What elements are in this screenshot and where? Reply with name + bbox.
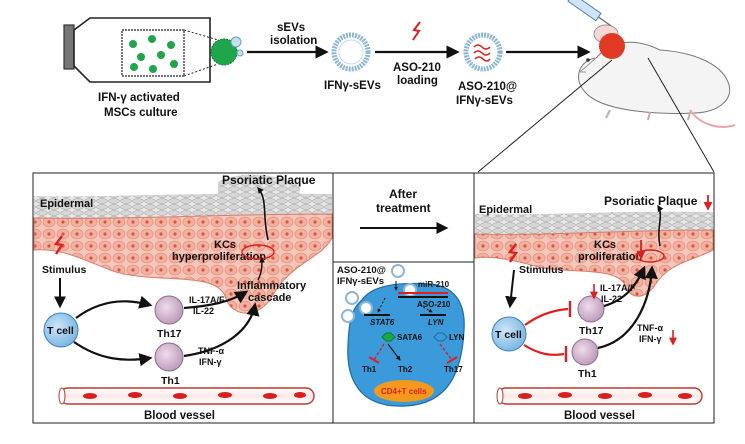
- left-t-cell: [43, 312, 79, 348]
- right-blood-vessel-label: Blood vessel: [564, 410, 635, 422]
- left-psoriatic-plaque: Psoriatic Plaque: [222, 173, 316, 187]
- loaded-vesicle: [463, 32, 503, 72]
- middle-aso210: ASO-210: [417, 300, 451, 309]
- middle-th17: Th17: [444, 365, 463, 374]
- msc-cells: [129, 35, 178, 73]
- left-th17: Th17: [157, 328, 182, 340]
- right-t-cell-label: T cell: [495, 329, 522, 341]
- right-psoriatic-plaque: Psoriatic Plaque: [604, 194, 698, 208]
- right-il17-line1: IL-17A/F: [600, 283, 636, 293]
- right-arrow-th17-kcs: [603, 265, 646, 308]
- middle-th2: Th2: [398, 365, 413, 374]
- zoom-line-left: [477, 59, 613, 173]
- left-arrow-plaque: [257, 187, 269, 241]
- left-tnf-line2: IFN-γ: [199, 357, 222, 367]
- culture-flask: [63, 17, 211, 83]
- left-t-cell-label: T cell: [47, 325, 74, 337]
- right-th17: Th17: [579, 325, 604, 337]
- middle-cd4: CD4+T cells: [381, 387, 427, 396]
- right-arrow-stimulus: [505, 269, 518, 309]
- mouse-illustration: [567, 0, 736, 128]
- isolation-label-line1: sEVs: [277, 22, 305, 34]
- middle-stat6: STAT6: [370, 318, 395, 327]
- middle-arrow-stat6: [377, 297, 386, 313]
- middle-after-line1: After: [389, 187, 417, 201]
- left-th17-cell: [154, 295, 184, 325]
- left-th1: Th1: [161, 375, 180, 387]
- right-kcs-line1: KCs: [594, 239, 616, 251]
- right-kcs-line2: proliferation: [578, 251, 642, 263]
- left-arrow-th1-cascade: [183, 302, 260, 358]
- left-inflam-line1: Inflammatory: [237, 280, 307, 292]
- left-tnf-line1: TNF-α: [198, 346, 224, 356]
- lyn-protein-icon: [433, 332, 448, 342]
- middle-aso-line1: ASO-210@: [337, 265, 386, 276]
- msc-zoom: [183, 29, 244, 77]
- middle-sata6: SATA6: [397, 333, 423, 342]
- final-label-line2: IFNγ-sEVs: [456, 95, 513, 107]
- left-arrow-th1: [73, 341, 153, 367]
- middle-lyn-gene: LYN: [428, 318, 444, 327]
- middle-th1: Th1: [362, 365, 377, 374]
- right-t-cell: [491, 316, 527, 352]
- left-stimulus-icon: [53, 235, 65, 255]
- right-stimulus: Stimulus: [519, 264, 563, 276]
- middle-mir210: miR-210: [418, 280, 450, 289]
- left-arrow-cascade: [257, 256, 265, 281]
- left-arrow-th17: [75, 295, 153, 319]
- right-th1-cell: [571, 338, 599, 366]
- aso-strand-icon: [412, 21, 421, 41]
- right-il17-line2: IL-22: [601, 294, 622, 304]
- left-arrow-th17-cascade: [183, 290, 249, 310]
- right-stimulus-icon: [507, 243, 519, 263]
- middle-lyn: LYN: [449, 333, 464, 342]
- ifn-sevs-label: IFNγ-sEVs: [324, 80, 381, 92]
- right-blood-vessel: [496, 387, 703, 405]
- sata6-protein-icon: [381, 332, 396, 342]
- right-kc-highlight: [635, 249, 665, 263]
- right-inhibit-th17: [524, 307, 569, 326]
- loading-label-line1: ASO-210: [393, 62, 441, 74]
- middle-aso-line2: IFNγ-sEVs: [337, 276, 384, 287]
- right-arrow-plaque: [657, 204, 664, 247]
- left-kc-highlight: [241, 244, 275, 260]
- culture-label-line2: MSCs culture: [104, 107, 178, 119]
- right-epidermal: Epidermal: [479, 204, 532, 216]
- right-tnf-line2: IFN-γ: [639, 334, 662, 344]
- left-th1-cell: [154, 342, 184, 372]
- left-inflam-line2: cascade: [248, 292, 291, 304]
- left-blood-vessel: [58, 387, 315, 405]
- left-stimulus: Stimulus: [42, 264, 86, 276]
- left-panel: [32, 172, 334, 424]
- zoom-line-right: [647, 57, 715, 173]
- middle-inhibit-th1: [373, 343, 385, 361]
- cd4-nucleus: [374, 380, 434, 402]
- culture-label-line1: IFN-γ activated: [98, 92, 180, 104]
- syringe-icon: [567, 0, 612, 27]
- ifn-sevs-vesicle: [331, 32, 371, 72]
- right-tnf-line1: TNF-α: [637, 323, 663, 333]
- loading-label-line2: loading: [397, 75, 438, 87]
- left-kcs-line1: KCs: [214, 239, 236, 251]
- left-blood-vessel-label: Blood vessel: [144, 410, 215, 422]
- middle-after-line2: treatment: [376, 201, 431, 215]
- left-il17-line2: IL-22: [193, 306, 214, 316]
- right-th1: Th1: [578, 368, 597, 380]
- right-arrow-th1-kcs: [597, 265, 658, 350]
- middle-inhibit-th17: [439, 343, 453, 361]
- final-label-line1: ASO-210@: [458, 81, 517, 93]
- left-il17-line1: IL-17A/F: [189, 295, 225, 305]
- right-inhibit-th1: [523, 344, 565, 356]
- left-epidermal: Epidermal: [40, 198, 93, 210]
- left-kcs-line2: hyperproliferation: [172, 251, 266, 263]
- middle-arrow-th2: [387, 343, 401, 361]
- isolation-label-line2: isolation: [270, 35, 317, 47]
